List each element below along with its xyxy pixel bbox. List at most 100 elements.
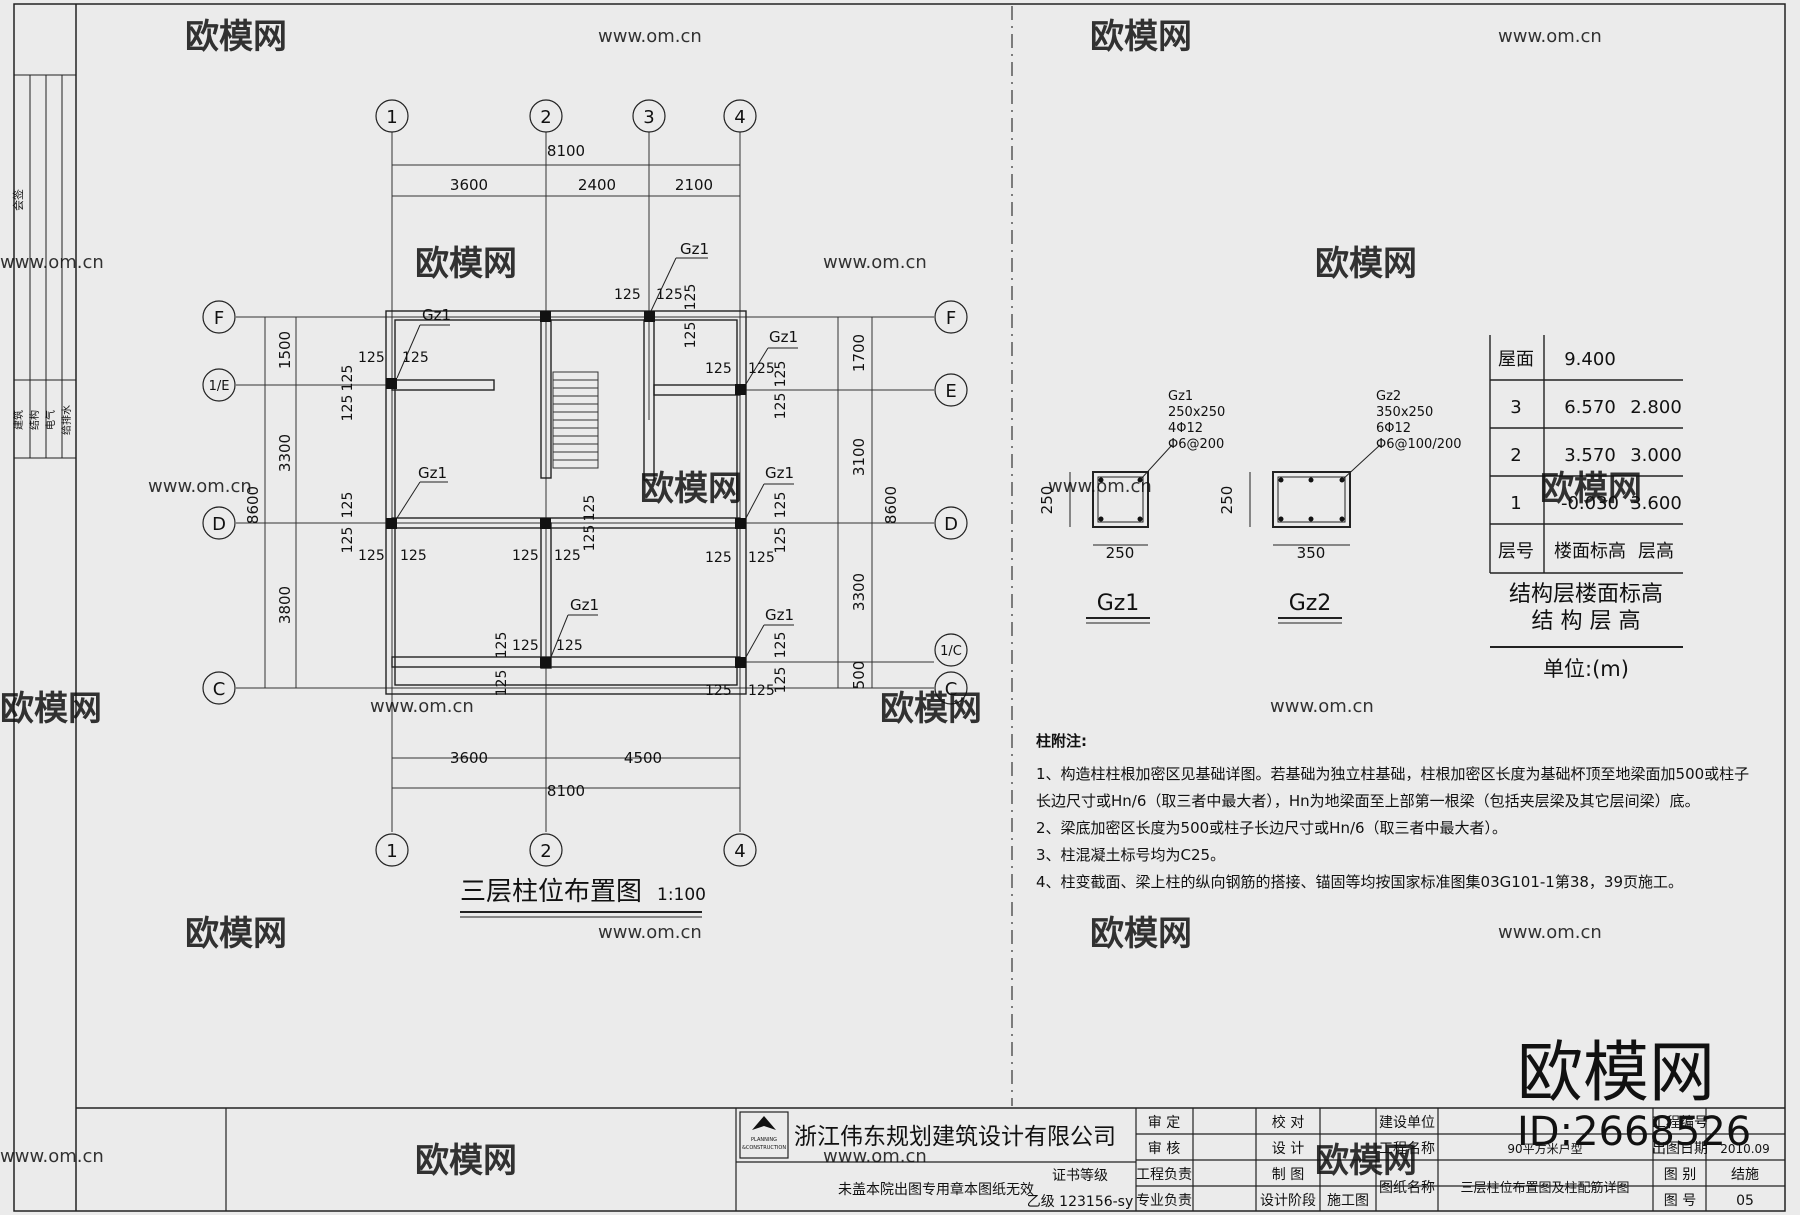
watermark-brand: 欧模网 bbox=[640, 469, 742, 509]
dim-left-2: 3300 bbox=[276, 434, 294, 472]
column-gz1 bbox=[386, 518, 397, 529]
axis-bubble: E bbox=[945, 381, 956, 402]
level-unit: 单位:(m) bbox=[1543, 657, 1629, 681]
offset-dim: 125 bbox=[358, 548, 385, 564]
watermark-url: www.om.cn bbox=[1498, 922, 1602, 943]
watermark-url: www.om.cn bbox=[1048, 476, 1152, 497]
tb-stage: 施工图 bbox=[1327, 1193, 1369, 1209]
notes-title: 柱附注: bbox=[1036, 732, 1087, 750]
offset-dim: 125 bbox=[554, 548, 581, 564]
dim-left-3: 3800 bbox=[276, 586, 294, 624]
column-tag: Gz1 bbox=[570, 596, 599, 614]
column-gz1 bbox=[386, 378, 397, 389]
tb-cert-value: 乙级 123156-sy bbox=[1027, 1194, 1134, 1210]
section-rebar: 6Φ12 bbox=[1376, 421, 1411, 436]
dim-right-2: 3100 bbox=[850, 438, 868, 476]
tb-draw: 制 图 bbox=[1272, 1167, 1304, 1183]
section-width: 250 bbox=[1106, 544, 1135, 562]
level-caption: 结 构 层 高 bbox=[1532, 609, 1641, 634]
tb-drawing-label: 图纸名称 bbox=[1379, 1180, 1435, 1196]
offset-dim: 125 bbox=[748, 550, 775, 566]
outer-frame bbox=[13, 3, 1786, 1212]
axis-bubble: 1/C bbox=[940, 644, 962, 659]
column-gz1 bbox=[540, 311, 551, 322]
watermark-url: www.om.cn bbox=[1498, 26, 1602, 47]
offset-dim-v: 125 bbox=[683, 322, 699, 349]
section-rebar: 4Φ12 bbox=[1168, 421, 1203, 436]
notes-line: 4、柱变截面、梁上柱的纵向钢筋的搭接、锚固等均按国家标准图集03G101-1第3… bbox=[1036, 873, 1684, 891]
offset-dim-v: 125 bbox=[340, 527, 356, 554]
axis-bubble: 4 bbox=[734, 841, 745, 862]
axis-bubble: 1 bbox=[386, 107, 397, 128]
offset-dim: 125 bbox=[556, 638, 583, 654]
offset-dim-v: 125 bbox=[582, 495, 598, 522]
offset-dim-v: 125 bbox=[340, 365, 356, 392]
column-tag: Gz1 bbox=[769, 328, 798, 346]
tb-review: 审 定 bbox=[1148, 1115, 1180, 1131]
offset-dim: 125 bbox=[614, 287, 641, 303]
section-height: 250 bbox=[1218, 486, 1236, 515]
strip-label-struct: 结构 bbox=[28, 410, 41, 430]
dim-left-1: 1500 bbox=[276, 331, 294, 369]
column-notes: 柱附注: 1、构造柱柱根加密区见基础详图。若基础为独立柱基础，柱根加密区长度为基… bbox=[1036, 728, 1756, 896]
tb-specialist: 专业负责 bbox=[1136, 1193, 1192, 1209]
offset-dim-v: 125 bbox=[494, 632, 510, 659]
watermark-id: ID:2668526 bbox=[1517, 1109, 1751, 1155]
column-plan: Gz1 Gz1 Gz1 Gz1 Gz1 Gz1 Gz1 125 125 125 … bbox=[202, 99, 968, 918]
level-cell: 3 bbox=[1510, 397, 1521, 418]
axis-bubble: D bbox=[212, 514, 226, 535]
tb-category: 结施 bbox=[1731, 1167, 1759, 1183]
column-tag: Gz1 bbox=[418, 464, 447, 482]
watermark-brand: 欧模网 bbox=[415, 1141, 517, 1181]
tb-owner-label: 建设单位 bbox=[1379, 1115, 1435, 1131]
column-gz1 bbox=[540, 518, 551, 529]
column-gz1 bbox=[540, 657, 551, 668]
tb-category-label: 图 别 bbox=[1664, 1167, 1696, 1183]
tb-stage-label: 设计阶段 bbox=[1260, 1193, 1316, 1209]
section-tag: Gz2 bbox=[1376, 389, 1401, 404]
offset-dim-v: 125 bbox=[494, 670, 510, 697]
tb-project-label: 工程名称 bbox=[1379, 1141, 1435, 1157]
column-tag: Gz1 bbox=[680, 240, 709, 258]
offset-dim: 125 bbox=[705, 683, 732, 699]
section-size: 350x250 bbox=[1376, 405, 1433, 420]
watermark-brand: 欧模网 bbox=[1090, 17, 1192, 57]
offset-dim-v: 125 bbox=[773, 393, 789, 420]
axis-bubble: 2 bbox=[540, 841, 551, 862]
axis-bubble: F bbox=[214, 308, 224, 329]
column-tag: Gz1 bbox=[422, 306, 451, 324]
offset-dim: 125 bbox=[748, 361, 775, 377]
section-name: Gz1 bbox=[1097, 591, 1140, 616]
watermark-brand: 欧模网 bbox=[1315, 1141, 1417, 1181]
level-cell: 3.570 bbox=[1564, 445, 1616, 466]
offset-dim-v: 125 bbox=[340, 395, 356, 422]
section-name: Gz2 bbox=[1289, 591, 1332, 616]
tb-cert-label: 证书等级 bbox=[1052, 1167, 1108, 1184]
watermark-brand: 欧模网 bbox=[1090, 914, 1192, 954]
watermark-brand: 欧模网 bbox=[1315, 244, 1417, 284]
company-logo-icon bbox=[752, 1116, 776, 1130]
axis-bubble: F bbox=[946, 308, 956, 329]
notes-line: 2、梁底加密区长度为500或柱子长边尺寸或Hn/6（取三者中最大者）。 bbox=[1036, 819, 1508, 837]
column-section-gz2: Gz2 350x250 6Φ12 Φ6@100/200 350 250 Gz2 bbox=[1218, 389, 1462, 624]
strip-label-arch: 建筑 bbox=[12, 410, 25, 430]
tb-design: 设 计 bbox=[1272, 1141, 1304, 1157]
watermark-brand: 欧模网 bbox=[185, 914, 287, 954]
column-gz1 bbox=[735, 518, 746, 529]
strip-label-plumb: 给排水 bbox=[60, 405, 73, 435]
plan-title: 三层柱位布置图 bbox=[460, 877, 642, 907]
level-cell: 2.800 bbox=[1630, 397, 1682, 418]
offset-dim-v: 125 bbox=[683, 284, 699, 311]
offset-dim-v: 125 bbox=[340, 492, 356, 519]
watermark-brand: 欧模网 bbox=[0, 689, 102, 729]
level-header: 层高 bbox=[1638, 541, 1674, 562]
axis-bubble: C bbox=[213, 679, 226, 700]
offset-dim-v: 125 bbox=[773, 527, 789, 554]
watermark-url: www.om.cn bbox=[598, 26, 702, 47]
dim-left-total: 8600 bbox=[244, 486, 262, 524]
level-cell: 6.570 bbox=[1564, 397, 1616, 418]
dim-top-3: 2100 bbox=[675, 176, 713, 194]
tb-project-no-label: 工程编号 bbox=[1652, 1115, 1708, 1131]
logo-text: PLANNING bbox=[751, 1137, 777, 1143]
offset-dim-v: 125 bbox=[773, 667, 789, 694]
